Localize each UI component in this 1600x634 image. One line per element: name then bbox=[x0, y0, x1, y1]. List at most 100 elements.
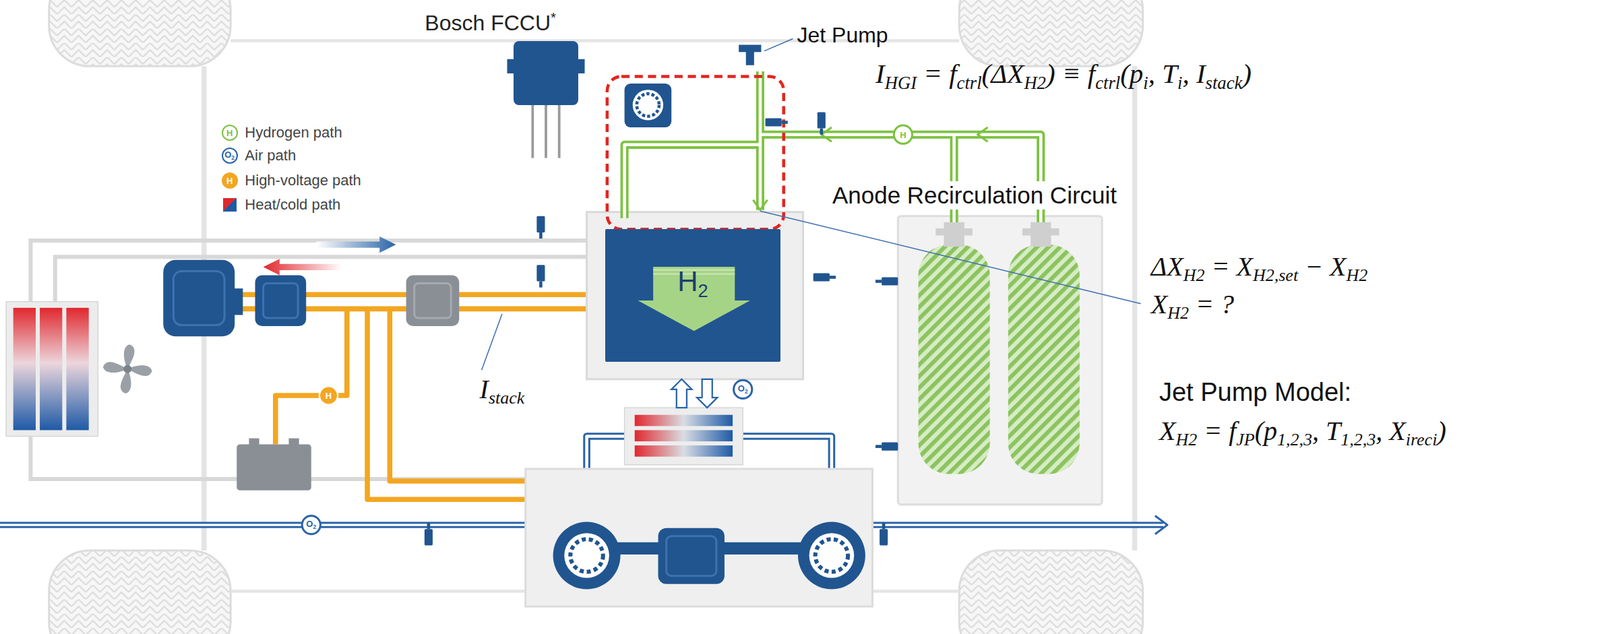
control-unit-box: Bosch FCCU* bbox=[513, 41, 579, 106]
sensor-symbol bbox=[875, 279, 882, 284]
sensor-symbol bbox=[881, 277, 898, 286]
text-part: , T bbox=[1312, 415, 1341, 447]
tank-housing bbox=[897, 216, 1102, 505]
sensor-symbol bbox=[879, 522, 888, 546]
sensor-symbol bbox=[536, 216, 545, 233]
sensor-symbol bbox=[765, 117, 782, 127]
recirculation-circuit-outline bbox=[607, 76, 784, 230]
text-part: , T bbox=[1148, 57, 1178, 89]
converter bbox=[255, 274, 307, 327]
air-compressor bbox=[553, 522, 621, 590]
radiator bbox=[6, 301, 98, 437]
text-part: stack bbox=[1205, 72, 1243, 93]
sensor-symbol bbox=[882, 522, 886, 530]
hydrogen-pipe bbox=[760, 71, 1041, 241]
text-part: i bbox=[1177, 72, 1183, 93]
leader-line bbox=[481, 38, 1142, 371]
equation: XH2 = ? bbox=[1151, 288, 1235, 325]
drive-motor bbox=[173, 270, 225, 325]
legend-text: High-voltage path bbox=[244, 171, 361, 190]
hydrogen-flow-arrow bbox=[637, 266, 751, 331]
sensor-symbol bbox=[817, 111, 826, 129]
chassis-frame bbox=[230, 39, 960, 43]
humidifier bbox=[634, 445, 733, 457]
text-part: H2 bbox=[1346, 265, 1369, 286]
legend-text: Hydrogen path bbox=[244, 123, 342, 141]
text-part: , X bbox=[1375, 415, 1406, 447]
hydrogen-tank bbox=[918, 244, 991, 474]
leader-line bbox=[760, 210, 1142, 304]
air-pipe bbox=[0, 524, 557, 527]
air-compressor bbox=[666, 536, 717, 577]
sensor-symbol bbox=[875, 442, 898, 451]
text-part: stack bbox=[488, 388, 525, 408]
control-unit-pins bbox=[506, 59, 515, 74]
sensor-symbol bbox=[424, 529, 433, 546]
hydrogen-tank bbox=[918, 222, 1080, 475]
radiator bbox=[39, 308, 63, 431]
text-part: H bbox=[226, 175, 233, 186]
inverter bbox=[406, 274, 460, 327]
path-icon bbox=[319, 386, 338, 405]
control-equation: IHGI = fctrl(ΔXH2) ≡ fctrl(pi, Ti, Istac… bbox=[875, 57, 1252, 95]
control-unit-pins bbox=[506, 59, 585, 159]
hydrogen-pipe bbox=[624, 144, 761, 219]
text-part: H2 bbox=[1175, 429, 1197, 450]
converter bbox=[263, 283, 298, 319]
air-pipe bbox=[0, 522, 557, 529]
unit-heading: Bosch FCCU* bbox=[424, 9, 557, 37]
text-part: ) ≡ f bbox=[1045, 57, 1096, 89]
sensor-symbol bbox=[424, 111, 899, 546]
drive-motor bbox=[163, 260, 235, 337]
coolant-flow-arrow bbox=[316, 236, 396, 253]
stack-housing bbox=[587, 212, 804, 380]
text-part: ctrl bbox=[957, 72, 982, 93]
stack-air-arrow bbox=[671, 379, 692, 408]
wheel bbox=[49, 550, 231, 634]
compressor-housing bbox=[525, 469, 873, 607]
text-part: X bbox=[1159, 415, 1176, 447]
path-icon bbox=[893, 125, 912, 144]
text-part: H2 bbox=[1023, 72, 1046, 93]
hydrogen-tank bbox=[1022, 228, 1060, 236]
sensor-symbol bbox=[813, 272, 836, 282]
jet-pump-symbol bbox=[738, 45, 761, 66]
battery bbox=[248, 438, 259, 447]
hydrogen-pipe bbox=[624, 71, 1042, 241]
equation: XH2 = fJP(p1,2,3, T1,2,3, Xireci) bbox=[1159, 415, 1447, 451]
sensor-symbol bbox=[813, 272, 830, 282]
path-icon-letter: H bbox=[325, 390, 332, 400]
signal-name: Istack bbox=[479, 373, 526, 410]
text-part: Anode Recirculation Circuit bbox=[832, 181, 1117, 209]
text-part: , I bbox=[1182, 57, 1206, 89]
wheel bbox=[959, 0, 1144, 67]
text-part: (p bbox=[1120, 57, 1144, 89]
text-part: H bbox=[677, 265, 698, 298]
text-part: I bbox=[479, 374, 489, 405]
sensor-symbol bbox=[881, 442, 898, 451]
wheel bbox=[959, 550, 1144, 634]
text-part: H2,set bbox=[1252, 265, 1299, 286]
hydrogen-pipe bbox=[624, 144, 761, 219]
text-part: JP bbox=[1236, 429, 1255, 450]
text-part: ΔX bbox=[1151, 251, 1184, 282]
chassis-frame bbox=[1132, 66, 1138, 551]
path-icon-letter: O2 bbox=[737, 384, 749, 395]
battery bbox=[288, 438, 299, 447]
hydrogen-pipe bbox=[760, 71, 1041, 241]
sensor-symbol bbox=[875, 444, 882, 449]
equation: ΔXH2 = XH2,set − XH2 bbox=[1151, 250, 1369, 287]
legend-icon-letter: H bbox=[226, 128, 233, 137]
sensor-symbol bbox=[765, 117, 788, 127]
stack-housing bbox=[587, 212, 804, 380]
hydrogen-tank bbox=[1008, 244, 1080, 474]
path-icon-letter: O2 bbox=[305, 520, 317, 531]
sensor-symbol bbox=[539, 281, 543, 288]
path-icon bbox=[301, 516, 321, 535]
coolant-pipe bbox=[30, 240, 587, 480]
part-label: Jet Pump bbox=[796, 22, 888, 48]
hydrogen-flow-arrow bbox=[653, 270, 735, 275]
